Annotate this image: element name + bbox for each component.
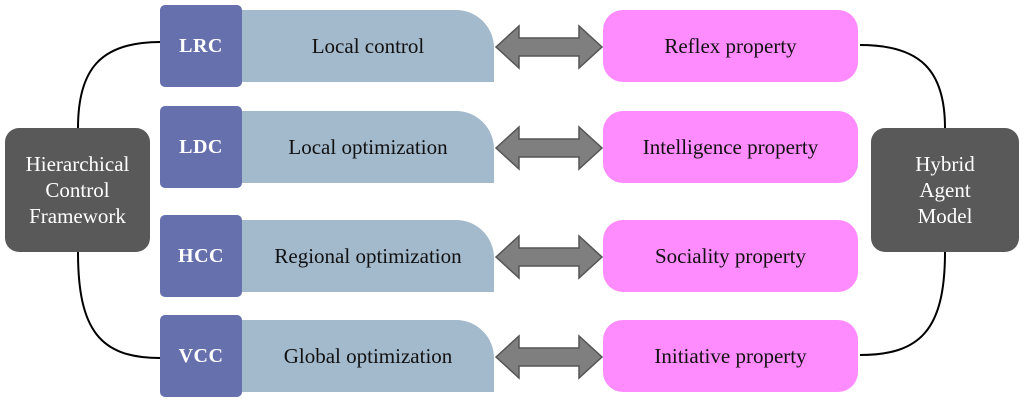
property-box: Reflex property — [603, 10, 858, 82]
layer-code-box: HCC — [160, 215, 242, 297]
right-panel-line: Hybrid — [915, 152, 975, 176]
layer-label: Local optimization — [288, 134, 448, 159]
layer-code: HCC — [178, 244, 224, 267]
layer-code: VCC — [178, 344, 224, 367]
left-panel-hierarchical-control-framework: Hierarchical Control Framework — [5, 128, 150, 252]
property-box: Initiative property — [603, 320, 858, 392]
left-panel-line: Hierarchical — [25, 152, 130, 176]
layer-code-box: VCC — [160, 315, 242, 397]
property-label: Sociality property — [654, 243, 807, 268]
layer-code-box: LRC — [160, 5, 242, 87]
property-label: Reflex property — [664, 33, 797, 58]
property-label: Intelligence property — [642, 134, 819, 159]
double-arrow-icon — [494, 234, 604, 280]
layer-code: LDC — [179, 135, 223, 158]
layer-label-box: Local optimization — [232, 111, 494, 183]
left-connector — [77, 41, 161, 129]
left-connector-lower — [77, 251, 161, 359]
layer-code-box: LDC — [160, 106, 242, 188]
layer-label: Regional optimization — [274, 243, 462, 268]
double-arrow-icon — [494, 334, 604, 380]
double-arrow-icon — [494, 24, 604, 70]
layer-label: Local control — [311, 33, 425, 58]
right-panel-line: Model — [917, 204, 973, 228]
layer-label-box: Regional optimization — [232, 220, 494, 292]
layer-label-box: Local control — [232, 10, 494, 82]
layer-code: LRC — [179, 34, 223, 57]
double-arrow-icon — [494, 125, 604, 171]
layer-label: Global optimization — [283, 343, 453, 368]
left-panel-line: Framework — [29, 204, 126, 228]
property-box: Sociality property — [603, 220, 858, 292]
right-panel-line: Agent — [919, 178, 971, 202]
property-label: Initiative property — [654, 343, 807, 368]
right-panel-hybrid-agent-model: Hybrid Agent Model — [871, 128, 1019, 252]
property-box: Intelligence property — [603, 111, 858, 183]
right-connector-lower — [859, 251, 946, 356]
right-connector — [859, 44, 946, 129]
layer-label-box: Global optimization — [232, 320, 494, 392]
left-panel-line: Control — [45, 178, 110, 202]
